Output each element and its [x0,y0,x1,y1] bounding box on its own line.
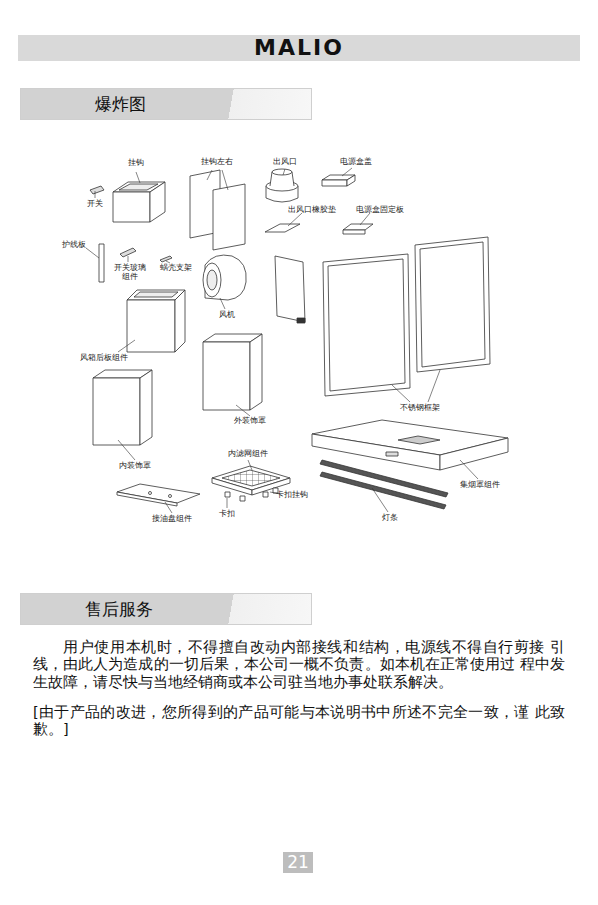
part-label: 接油盘组件 [152,514,192,523]
part-label: 外装饰罩 [234,416,266,425]
band-text: 21 [287,852,309,872]
part-label: 电源盒盖 [340,157,372,166]
section-band: 售后服务 [20,593,312,625]
part-label: 开关 [87,199,103,208]
band-text: 售后服务 [85,599,153,619]
part-label: 风机 [219,310,235,319]
part-label: 风箱后板组件 [80,353,128,362]
part-label: 卡扣挂钩 [276,490,308,499]
part-label: 卡扣 [219,509,235,518]
part-label: 不锈钢框架 [400,403,440,412]
brand-band: MALIO [18,35,580,61]
part-label: 开关玻璃 组件 [113,263,147,281]
section-band: 爆炸图 [20,88,312,120]
band-text: 爆炸图 [95,94,146,114]
part-label: 出风口 [273,157,297,166]
note-paragraph: 用户使用本机时，不得擅自改动内部接线和结构，电源线不得自行剪接 引线，由此人为造… [33,639,565,691]
part-label: 集烟罩组件 [460,480,500,489]
part-label: 电源盒固定板 [356,205,404,214]
part-label: 出风口橡胶垫 [288,205,336,214]
part-label: 护线板 [62,240,86,249]
part-label: 挂钩 [128,158,144,167]
part-label: 灯条 [382,513,398,522]
note-paragraph: [由于产品的改进，您所得到的产品可能与本说明书中所述不完全一致，谨 此致歉。] [33,704,565,739]
part-label: 内装饰罩 [119,461,151,470]
part-label: 内滤网组件 [228,449,268,458]
page-number-box: 21 [283,852,313,873]
band-text: MALIO [254,35,344,60]
part-label: 挂钩左右 [201,157,233,166]
part-label: 蜗壳支架 [160,263,192,272]
